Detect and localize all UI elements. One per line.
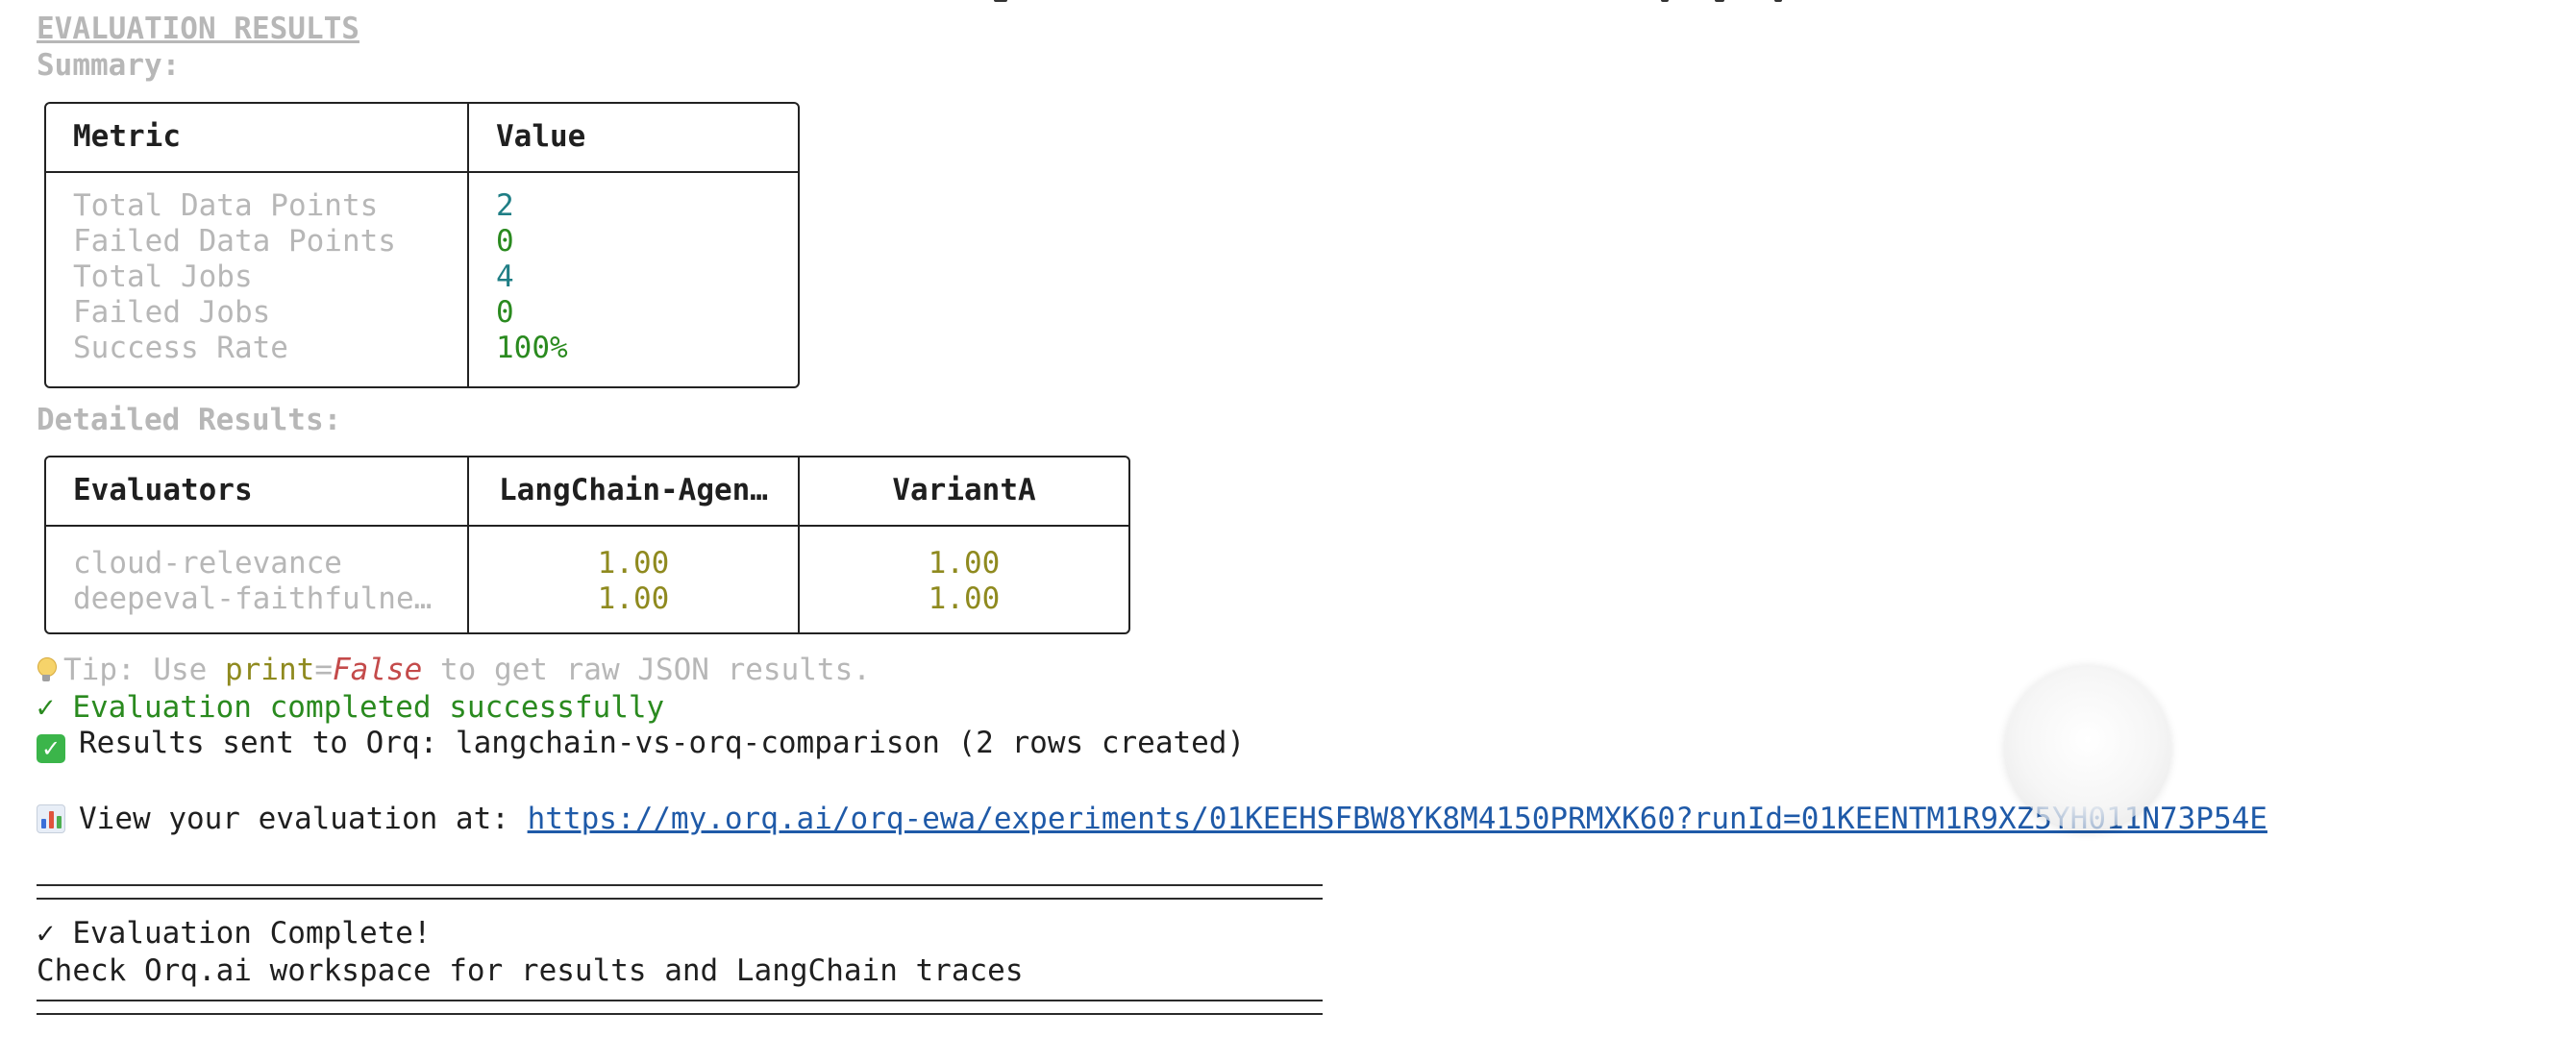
summary-metric-label: Failed Jobs — [73, 295, 271, 330]
summary-header-metric: Metric — [73, 119, 181, 154]
varianta-score: 1.00 — [928, 546, 1001, 581]
view-evaluation-line: View your evaluation at: https://my.orq.… — [37, 802, 2267, 837]
clipped-previous-line — [0, 0, 2576, 6]
tip-value: False — [332, 653, 423, 687]
evaluation-complete-heading: ✓ Evaluation Complete! — [37, 916, 432, 951]
summary-metric-value: 0 — [496, 224, 514, 259]
evaluator-name: deepeval-faithfulne… — [73, 581, 433, 616]
tip-prefix: Tip: Use — [63, 653, 225, 687]
separator-top — [37, 884, 1323, 900]
detailed-header-evaluators: Evaluators — [73, 473, 253, 507]
summary-header-value: Value — [496, 119, 586, 154]
results-sent-text: Results sent to Orq: langchain-vs-orq-co… — [79, 726, 1246, 760]
summary-label: Summary: — [37, 48, 181, 83]
lightbulb-icon — [37, 656, 57, 683]
tip-code: print — [224, 653, 315, 687]
detailed-header-varianta: VariantA — [892, 473, 1036, 507]
detailed-results-table: Evaluators LangChain-Agen… VariantA clou… — [44, 456, 1130, 634]
detailed-results-label: Detailed Results: — [37, 403, 342, 437]
summary-metric-label: Total Jobs — [73, 260, 253, 294]
check-mark-button-icon: ✓ — [37, 734, 65, 763]
langchain-score: 1.00 — [597, 581, 670, 616]
summary-metric-value: 0 — [496, 295, 514, 330]
results-sent-line: ✓ Results sent to Orq: langchain-vs-orq-c… — [37, 726, 1245, 763]
evaluation-url-link[interactable]: https://my.orq.ai/orq-ewa/experiments/01… — [527, 802, 2267, 836]
tip-line: Tip: Use print=False to get raw JSON res… — [37, 653, 871, 688]
detailed-header-langchain: LangChain-Agen… — [499, 473, 768, 507]
page-title: EVALUATION RESULTS — [37, 12, 359, 46]
evaluator-name: cloud-relevance — [73, 546, 342, 581]
check-workspace-text: Check Orq.ai workspace for results and L… — [37, 953, 1024, 988]
cursor-highlight — [2005, 665, 2170, 830]
tip-suffix: to get raw JSON results. — [422, 653, 871, 687]
varianta-score: 1.00 — [928, 581, 1001, 616]
tip-equals: = — [314, 653, 333, 687]
separator-bottom — [37, 1000, 1323, 1015]
summary-table: Metric Value Total Data Points 2 Failed … — [44, 102, 800, 388]
summary-metric-value: 100% — [496, 331, 568, 365]
view-evaluation-label: View your evaluation at: — [79, 802, 528, 836]
summary-metric-label: Total Data Points — [73, 188, 379, 223]
summary-metric-label: Failed Data Points — [73, 224, 396, 259]
summary-metric-value: 2 — [496, 188, 514, 223]
bar-chart-icon — [37, 804, 65, 833]
evaluation-completed-status: ✓ Evaluation completed successfully — [37, 690, 665, 725]
summary-metric-value: 4 — [496, 260, 514, 294]
summary-metric-label: Success Rate — [73, 331, 288, 365]
langchain-score: 1.00 — [597, 546, 670, 581]
